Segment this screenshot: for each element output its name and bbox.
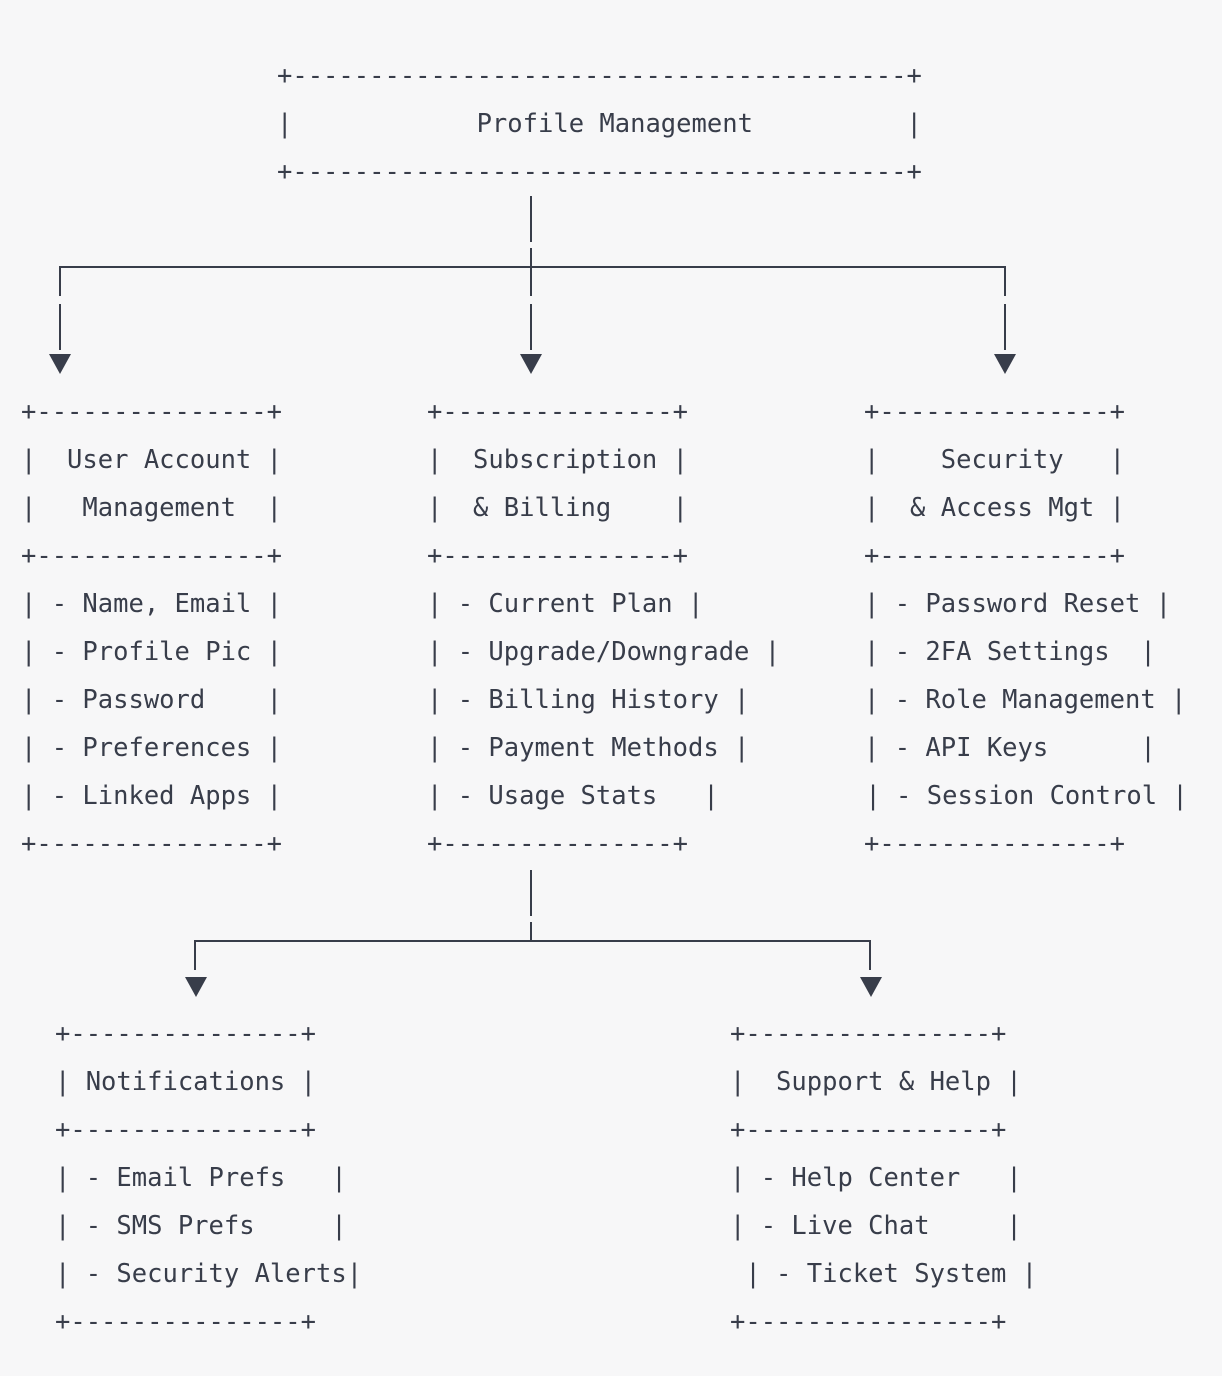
notifications-item-security-alerts: | - Security Alerts|: [55, 1259, 363, 1289]
arrow-down-icon-security: [994, 354, 1016, 374]
user-account-item-name-email: | - Name, Email |: [21, 589, 282, 619]
connector-branch-left-drop: [59, 304, 61, 350]
root-title-row: | Profile Management |: [277, 109, 922, 139]
notifications-separator: +---------------+: [55, 1115, 316, 1145]
arrow-down-icon-subscription: [520, 354, 542, 374]
subscription-item-usage-stats: | - Usage Stats |: [427, 781, 719, 811]
security-bottom-border: +---------------+: [864, 829, 1125, 859]
user-account-item-password: | - Password |: [21, 685, 282, 715]
connector-branch-left-elbow: [59, 266, 61, 296]
subscription-item-payment-methods: | - Payment Methods |: [427, 733, 750, 763]
user-account-item-preferences: | - Preferences |: [21, 733, 282, 763]
root-top-border: +---------------------------------------…: [277, 61, 922, 91]
security-separator: +---------------+: [864, 541, 1125, 571]
connector-stem-vertical: [530, 196, 532, 242]
support-bottom-border: +----------------+: [730, 1307, 1007, 1337]
security-item-password-reset: | - Password Reset |: [864, 589, 1172, 619]
subscription-item-billing-history: | - Billing History |: [427, 685, 750, 715]
connector-branch-right-elbow: [1004, 266, 1006, 296]
subscription-bottom-border: +---------------+: [427, 829, 688, 859]
support-item-ticket-system: | - Ticket System |: [730, 1259, 1038, 1289]
notifications-item-email-prefs: | - Email Prefs |: [55, 1163, 347, 1193]
support-item-live-chat: | - Live Chat |: [730, 1211, 1022, 1241]
support-item-help-center: | - Help Center |: [730, 1163, 1022, 1193]
notifications-bottom-border: +---------------+: [55, 1307, 316, 1337]
connector-branch-right-drop: [1004, 304, 1006, 350]
notifications-title-row: | Notifications |: [55, 1067, 316, 1097]
user-account-item-linked-apps: | - Linked Apps |: [21, 781, 282, 811]
arrow-down-icon-notifications: [185, 977, 207, 997]
support-title-row: | Support & Help |: [730, 1067, 1022, 1097]
notifications-item-sms-prefs: | - SMS Prefs |: [55, 1211, 347, 1241]
security-item-session-control: | - Session Control |: [850, 781, 1188, 811]
connector-branch-middle-drop: [530, 304, 532, 350]
notifications-top-border: +---------------+: [55, 1019, 316, 1049]
user-account-bottom-border: +---------------+: [21, 829, 282, 859]
user-account-title-row-1: | User Account |: [21, 445, 282, 475]
user-account-item-profile-pic: | - Profile Pic |: [21, 637, 282, 667]
user-account-title-row-2: | Management |: [21, 493, 282, 523]
root-bottom-border: +---------------------------------------…: [277, 157, 922, 187]
connector-branch-support-elbow: [869, 940, 871, 970]
security-title-row-2: | & Access Mgt |: [864, 493, 1125, 523]
connector-stem-vertical-lower: [530, 248, 532, 268]
subscription-title-row-1: | Subscription |: [427, 445, 688, 475]
security-item-2fa-settings: | - 2FA Settings |: [864, 637, 1156, 667]
subscription-item-current-plan: | - Current Plan |: [427, 589, 704, 619]
support-separator: +----------------+: [730, 1115, 1007, 1145]
security-item-api-keys: | - API Keys |: [864, 733, 1156, 763]
subscription-separator: +---------------+: [427, 541, 688, 571]
connector-branch-notifications-elbow: [194, 940, 196, 970]
user-account-separator: +---------------+: [21, 541, 282, 571]
connector-branch-middle-elbow: [530, 266, 532, 296]
security-item-role-management: | - Role Management |: [864, 685, 1187, 715]
arrow-down-icon-user-account: [49, 354, 71, 374]
user-account-top-border: +---------------+: [21, 397, 282, 427]
subscription-top-border: +---------------+: [427, 397, 688, 427]
connector-horizontal-bus-2: [194, 940, 870, 942]
connector-stem2-vertical: [530, 870, 532, 916]
support-top-border: +----------------+: [730, 1019, 1007, 1049]
security-top-border: +---------------+: [864, 397, 1125, 427]
connector-horizontal-bus: [59, 266, 1006, 268]
arrow-down-icon-support: [860, 977, 882, 997]
subscription-item-upgrade-downgrade: | - Upgrade/Downgrade |: [427, 637, 781, 667]
connector-stem2-vertical-lower: [530, 922, 532, 942]
subscription-title-row-2: | & Billing |: [427, 493, 688, 523]
security-title-row-1: | Security |: [864, 445, 1125, 475]
